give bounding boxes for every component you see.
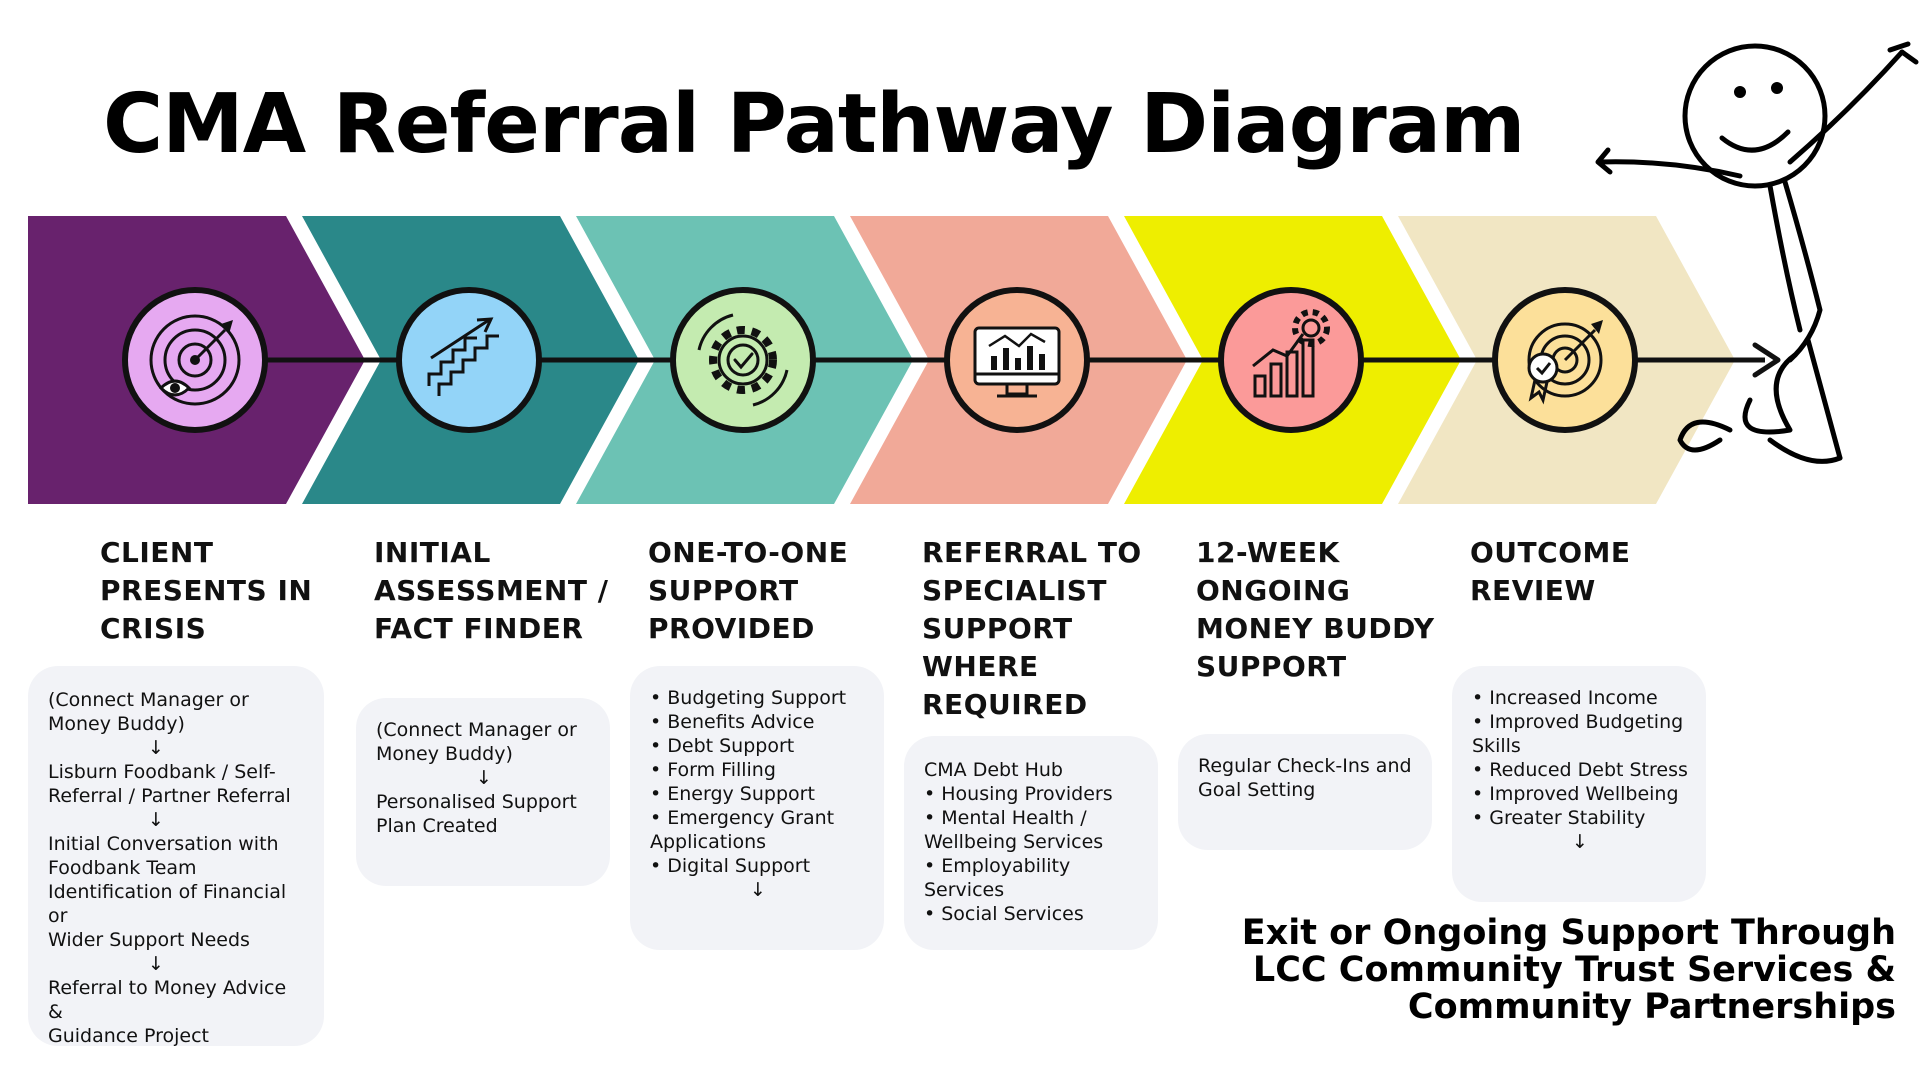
- target-eye-icon: [122, 287, 268, 433]
- stage-3-title: ONE-TO-ONE SUPPORT PROVIDED: [648, 536, 849, 645]
- stage-5-details: Regular Check-Ins and Goal Setting: [1178, 734, 1432, 850]
- target-award-icon: [1492, 287, 1638, 433]
- stage-6-title: OUTCOME REVIEW: [1470, 536, 1631, 607]
- stage-3-details: • Budgeting Support • Benefits Advice • …: [630, 666, 884, 950]
- stick-figure-illustration: [1595, 41, 1919, 464]
- pathway-arrowhead: [1752, 342, 1781, 378]
- stage-1-title: CLIENT PRESENTS IN CRISIS: [100, 536, 313, 645]
- stage-6-details: • Increased Income • Improved Budgeting …: [1452, 666, 1706, 902]
- stage-4-details: CMA Debt Hub • Housing Providers • Menta…: [904, 736, 1158, 950]
- growth-chart-gear-icon: [1218, 287, 1364, 433]
- pathway-chevrons: [28, 216, 1781, 504]
- stage-1-details: (Connect Manager or Money Buddy) ↓ Lisbu…: [28, 666, 324, 1047]
- stage-2-details: (Connect Manager or Money Buddy) ↓ Perso…: [356, 698, 610, 886]
- page-title: CMA Referral Pathway Diagram: [103, 77, 1525, 172]
- stage-4-title: REFERRAL TO SPECIALIST SUPPORT WHERE REQ…: [922, 536, 1142, 721]
- exit-support-text: Exit or Ongoing Support Through LCC Comm…: [1241, 913, 1896, 1027]
- stairs-arrow-icon: [396, 287, 542, 433]
- monitor-chart-icon: [944, 287, 1090, 433]
- stage-5-title: 12-WEEK ONGOING MONEY BUDDY SUPPORT: [1196, 536, 1435, 683]
- stage-2-title: INITIAL ASSESSMENT / FACT FINDER: [374, 536, 609, 645]
- gear-check-icon: [670, 287, 816, 433]
